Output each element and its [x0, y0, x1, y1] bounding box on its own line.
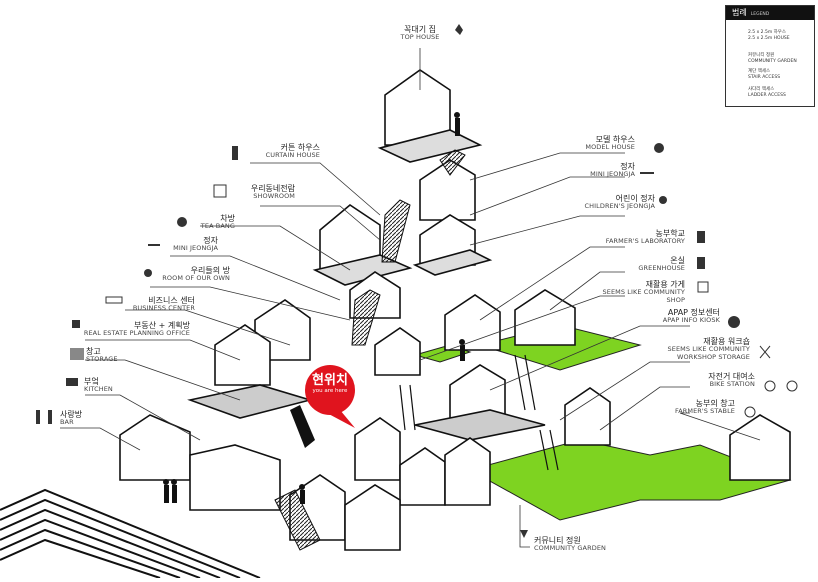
top-house-platform	[377, 129, 483, 163]
leader-lines	[60, 48, 761, 548]
legend-subtitle: LEGEND	[750, 12, 770, 17]
farmers-stable	[729, 414, 791, 481]
kiosk-platform	[414, 409, 546, 441]
ground-house-2	[344, 484, 401, 551]
childrens-jeongja-floor	[412, 249, 493, 276]
stairs-group	[274, 149, 466, 551]
legend-title: 범례	[732, 8, 747, 17]
stack-house-low-2	[399, 447, 446, 506]
stack-house-low	[354, 417, 401, 481]
you-are-here-text: 현위치 you are here	[312, 373, 348, 395]
mini-jeongja-mid	[374, 327, 421, 376]
kitchen-house	[189, 444, 281, 511]
top-house	[384, 69, 451, 146]
ladders-group	[399, 354, 559, 471]
greenhouse	[514, 289, 576, 346]
people-silhouettes	[163, 112, 465, 504]
ground-steps	[0, 488, 261, 579]
workshop	[564, 387, 611, 446]
apap-kiosk	[449, 364, 506, 421]
bar-house	[119, 414, 191, 481]
curtain-house	[319, 204, 381, 271]
label-icons	[36, 24, 798, 538]
stack-house-low-3	[444, 437, 491, 506]
you-are-here-marker	[305, 365, 355, 428]
